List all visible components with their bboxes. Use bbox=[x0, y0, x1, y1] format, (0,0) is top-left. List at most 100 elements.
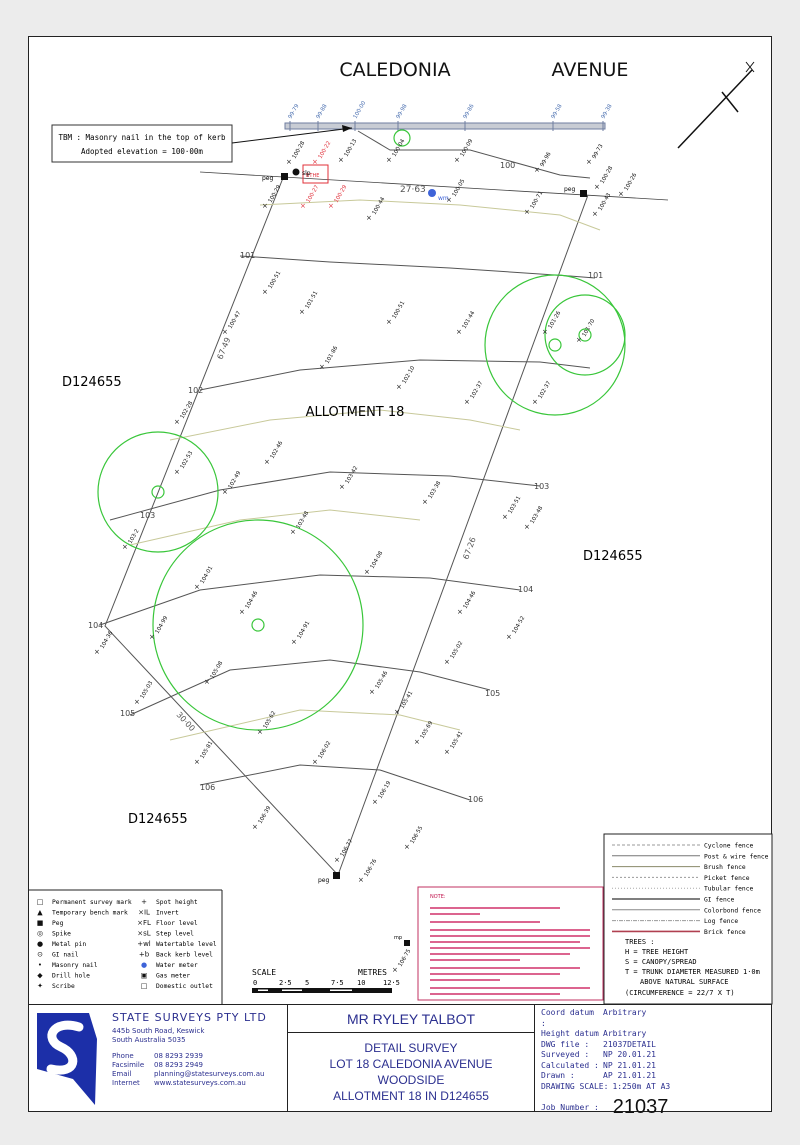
spot-height-marker: × bbox=[456, 328, 462, 336]
peg-marker: peg bbox=[564, 186, 587, 197]
legend-symbol-icon: ×FL bbox=[137, 919, 151, 927]
spot-height-label: 106·77 bbox=[340, 838, 355, 858]
spot-height-label: 105·81 bbox=[200, 740, 215, 760]
legend-symbol-icon: ▲ bbox=[37, 909, 43, 917]
info-value: Arbitrary bbox=[603, 1029, 647, 1038]
spot-height-marker: × bbox=[94, 648, 100, 656]
spot-height-marker: × bbox=[414, 738, 420, 746]
spot-height-label: 103·48 bbox=[530, 505, 545, 525]
legend-label: Back kerb level bbox=[156, 952, 213, 959]
spot-height-marker: × bbox=[369, 688, 375, 696]
spot-height-label: 99·73 bbox=[592, 143, 605, 160]
spot-height-marker: × bbox=[422, 498, 428, 506]
spot-height-label: 106·76 bbox=[364, 858, 379, 878]
legend-symbol-icon: ▣ bbox=[141, 972, 148, 980]
spot-height-marker: × bbox=[358, 876, 364, 884]
info-value: NP 20.01.21 bbox=[603, 1050, 656, 1059]
contour-label: 101 bbox=[240, 251, 255, 260]
contour-label: 104 bbox=[518, 585, 533, 594]
spot-height-label: 104·91 bbox=[297, 620, 312, 640]
spot-height-marker: × bbox=[222, 488, 228, 496]
spot-height-label: 99·96 bbox=[540, 151, 553, 168]
tree-trunk bbox=[251, 618, 265, 632]
spot-height-marker: × bbox=[534, 166, 540, 174]
legend-label: Permanent survey mark bbox=[52, 899, 132, 906]
spot-height-label: 103·42 bbox=[345, 465, 360, 485]
spot-height-marker: × bbox=[592, 210, 598, 218]
contour-line bbox=[109, 471, 541, 521]
wm-label: wm bbox=[438, 195, 449, 202]
spot-height-label: 100·29 bbox=[268, 184, 283, 204]
metal-pin-marker: slp bbox=[292, 168, 311, 177]
fence-legend-label: GI fence bbox=[704, 897, 735, 904]
contour-label: 100 bbox=[500, 161, 515, 170]
info-key: Calculated : bbox=[541, 1060, 599, 1070]
spot-height-marker: × bbox=[334, 856, 340, 864]
info-key: Coord datum : bbox=[541, 1008, 594, 1028]
spot-height-label: 104·01 bbox=[200, 565, 215, 585]
gas-label: mp bbox=[394, 935, 402, 941]
spot-height-marker: × bbox=[576, 336, 582, 344]
website-link[interactable]: www.statesurveys.com.au bbox=[154, 1079, 246, 1087]
spot-height-marker: × bbox=[457, 608, 463, 616]
trees-title: TREES : bbox=[625, 938, 655, 946]
scale-tick-label: 0 bbox=[253, 979, 257, 987]
spot-height-marker: × bbox=[291, 638, 297, 646]
company-name: STATE SURVEYS PTY LTD bbox=[112, 1011, 267, 1024]
spot-height-marker: × bbox=[532, 398, 538, 406]
spot-height-label: 105·02 bbox=[450, 640, 465, 660]
neighbour-label: D124655 bbox=[128, 812, 188, 827]
kerb-level: 99·88 bbox=[316, 103, 329, 120]
spot-height-marker: × bbox=[300, 202, 306, 210]
legend-label: Temporary bench mark bbox=[52, 910, 128, 917]
spot-height-marker: × bbox=[319, 363, 325, 371]
kerb-level: 99·58 bbox=[551, 103, 564, 120]
peg-label: peg bbox=[564, 186, 576, 193]
legend-label: Step level bbox=[156, 931, 194, 938]
trees-line: ABOVE NATURAL SURFACE bbox=[640, 978, 729, 986]
minor-contour-line bbox=[169, 409, 521, 441]
spot-height-marker: × bbox=[392, 966, 398, 974]
kerb-level: 99·86 bbox=[463, 103, 476, 120]
description-line: DETAIL SURVEY bbox=[364, 1041, 458, 1055]
spot-height-marker: × bbox=[194, 758, 200, 766]
info-value: 1:250m AT A3 bbox=[612, 1081, 671, 1091]
company-panel: STATE SURVEYS PTY LTD 445b South Road, K… bbox=[29, 1005, 288, 1111]
allotment-boundary bbox=[104, 177, 589, 876]
company-address: 445b South Road, Keswick South Australia… bbox=[112, 1027, 204, 1045]
spot-height-marker: × bbox=[257, 728, 263, 736]
email-link[interactable]: planning@statesurveys.com.au bbox=[154, 1070, 265, 1078]
spot-height-marker: × bbox=[394, 708, 400, 716]
spot-height-label: 102·28 bbox=[180, 400, 195, 420]
spot-height-label: 104·46 bbox=[463, 590, 478, 610]
legend-symbol-icon: ■ bbox=[37, 919, 44, 927]
fence-legend-label: Brick fence bbox=[704, 929, 746, 936]
spot-height-marker: × bbox=[386, 156, 392, 164]
legend-symbol-icon: ◆ bbox=[37, 972, 43, 980]
tbm-note: TBM : Masonry nail in the top of kerb Ad… bbox=[51, 124, 353, 163]
legend-label: Invert bbox=[156, 910, 179, 917]
spot-height-label: 102·37 bbox=[538, 380, 553, 400]
phone: 08 8293 2939 bbox=[154, 1052, 203, 1060]
spot-height-label: 105·46 bbox=[375, 670, 390, 690]
trees-formula: (CIRCUMFERENCE = 22/7 X T) bbox=[625, 989, 735, 997]
street-type: AVENUE bbox=[552, 59, 629, 81]
contour-line bbox=[199, 764, 471, 801]
legend-symbol-icon: • bbox=[38, 961, 42, 969]
spot-height-label: 100·13 bbox=[344, 138, 359, 158]
boundary-dim: 27·63 bbox=[400, 185, 426, 195]
spot-height-label: 105·41 bbox=[450, 730, 465, 750]
spot-height-marker: × bbox=[174, 468, 180, 476]
spot-height-label: 102·10 bbox=[402, 365, 417, 385]
legend-symbol-icon: +wl bbox=[137, 940, 151, 948]
spot-height-label: 105·69 bbox=[420, 720, 435, 740]
spot-height-label: 100·71 bbox=[530, 190, 545, 210]
spot-height-label: 100·51 bbox=[268, 270, 283, 290]
legend-symbol-icon: ● bbox=[37, 940, 43, 948]
scale-tick-label: 5 bbox=[305, 979, 309, 987]
spot-height-marker: × bbox=[366, 214, 372, 222]
spot-height-marker: × bbox=[264, 458, 270, 466]
spot-height-label: 100·27 bbox=[306, 184, 321, 204]
minor-contour-line bbox=[129, 509, 421, 546]
